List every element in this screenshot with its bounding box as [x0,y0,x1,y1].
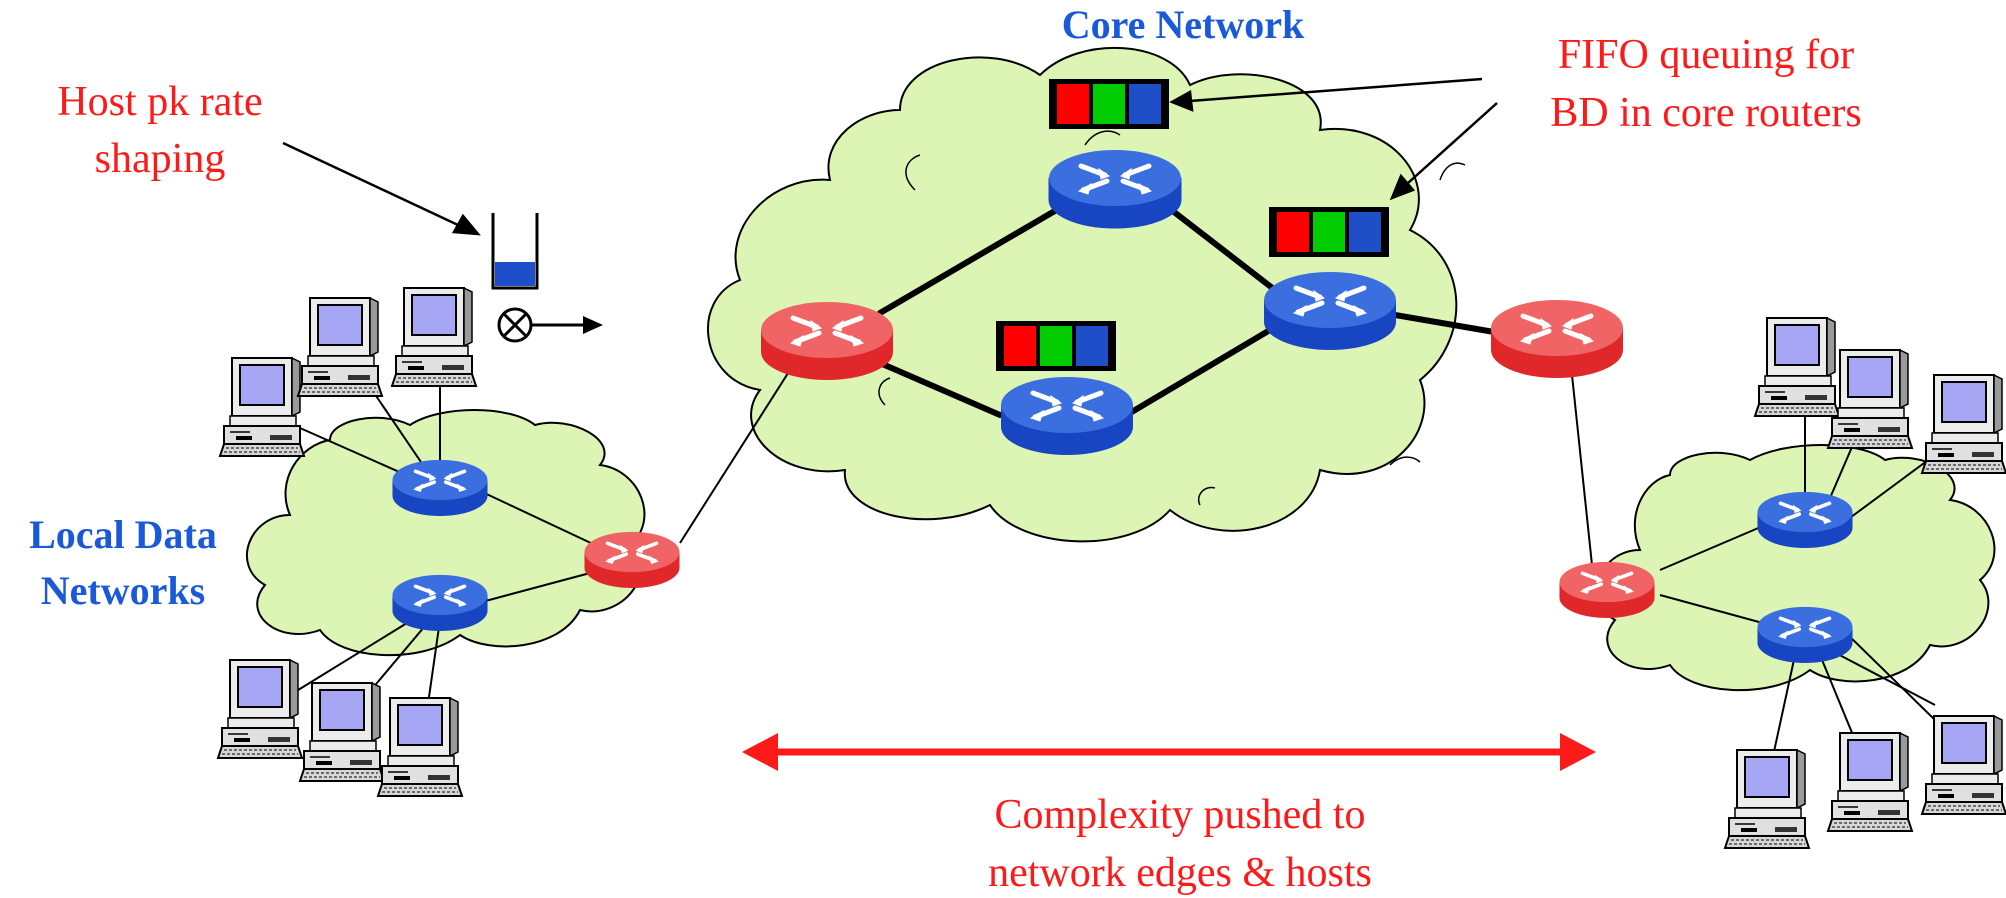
fifo-queue-icon [996,321,1116,371]
fifo-queue-icon [1269,207,1389,257]
computer-icon [1921,715,2006,815]
local-router-right-bottom [1757,606,1853,663]
core-network-cloud [706,46,1466,543]
complexity-label-line2: network edges & hosts [988,850,1372,896]
edge-router-local-right [1559,561,1655,618]
local-router-left-bottom [392,574,488,631]
local-router-left-top [392,459,488,516]
local-network-cloud-left [246,409,646,657]
fifo-label-line2: BD in core routers [1550,90,1861,136]
core-router-top [1048,150,1182,229]
computer-icon [377,697,463,797]
complexity-label-line1: Complexity pushed to [995,792,1366,838]
computer-icon [217,659,303,759]
computer-icon [219,357,305,457]
local-networks-label-line2: Networks [41,568,205,613]
core-router-bottom [1001,377,1133,455]
fifo-label-line1: FIFO queuing for [1558,32,1854,78]
host-shaping-label-line2: shaping [95,136,226,182]
computer-icon [1827,732,1913,832]
local-networks-label-line1: Local Data [29,512,217,557]
computer-icon [1827,349,1913,449]
edge-router-right [1491,300,1623,378]
token-bucket-icon [491,213,603,343]
core-router-right [1264,272,1396,350]
computer-icon [1724,749,1810,849]
computer-icon [297,297,383,397]
core-links [877,202,1503,418]
computer-icon [391,287,477,387]
host-shaping-label-line1: Host pk rate [57,79,262,125]
computer-icon [1754,317,1840,417]
local-router-right-top [1757,491,1853,548]
edge-router-left [761,302,893,380]
computer-icon [1921,374,2006,474]
computer-icon [299,682,385,782]
fifo-queue-icon [1049,79,1169,129]
double-arrow-icon [742,733,1596,771]
core-network-label: Core Network [1062,2,1305,47]
edge-router-local-left [584,531,680,588]
annotation-arrows [282,77,1498,236]
